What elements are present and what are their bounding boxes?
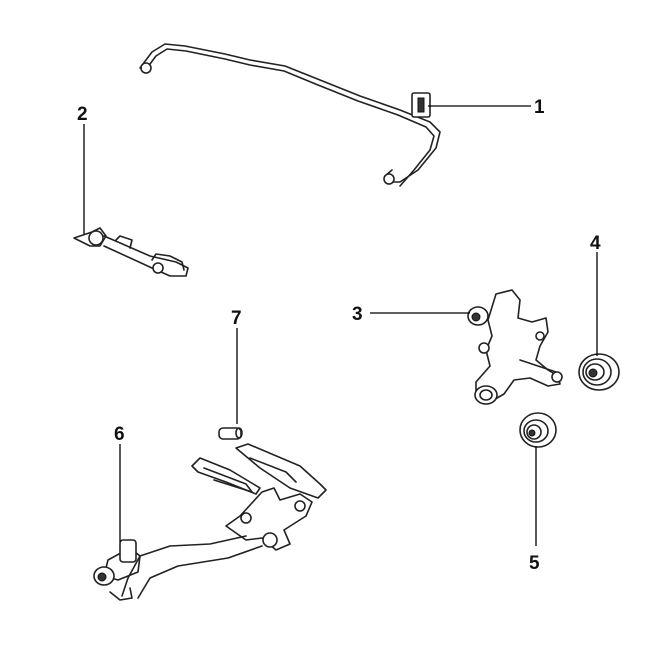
stabilizer-bushing — [411, 92, 431, 118]
hub-bushing-large — [578, 353, 620, 391]
callout-number-4: 4 — [590, 233, 601, 254]
hub-bushing-small — [519, 412, 557, 448]
callout-number-5: 5 — [529, 553, 540, 574]
steering-knuckle — [474, 289, 563, 405]
lower-arm-assembly — [93, 443, 327, 601]
trailing-arm — [73, 227, 189, 277]
callout-number-6: 6 — [114, 424, 125, 445]
callout-number-2: 2 — [77, 104, 88, 125]
link-bushing — [218, 427, 243, 440]
stabilizer-bar — [139, 43, 441, 187]
callout-number-1: 1 — [534, 97, 545, 118]
callout-number-3: 3 — [352, 304, 363, 325]
callout-number-7: 7 — [231, 308, 242, 329]
knuckle-bushing — [467, 306, 489, 326]
